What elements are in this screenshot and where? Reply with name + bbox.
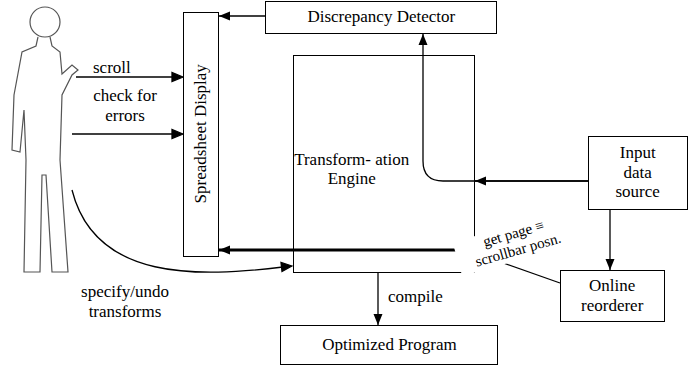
- node-label: Optimized Program: [321, 335, 457, 355]
- action-label: check for errors: [84, 86, 166, 125]
- display-box: Spreadsheet Display: [183, 12, 219, 257]
- arrowhead: [172, 73, 183, 82]
- person-body: [12, 37, 78, 272]
- connector: [419, 34, 589, 181]
- connector-line: [423, 34, 588, 181]
- arrowhead: [419, 34, 428, 45]
- edge-label: compile: [386, 287, 445, 307]
- arrowhead: [606, 259, 615, 270]
- reorderer-box: Online reorderer: [560, 270, 665, 322]
- detector-box: Discrepancy Detector: [265, 1, 497, 34]
- engine-box: Transform- ation Engine: [293, 55, 475, 273]
- specify-arrow: [72, 190, 283, 272]
- connector: [219, 246, 293, 255]
- node-label: Input data source: [607, 143, 669, 202]
- engine-output-bar: [293, 249, 475, 252]
- connector: [219, 12, 265, 21]
- node-label: Spreadsheet Display: [191, 65, 211, 204]
- person-head: [30, 7, 60, 37]
- node-label: Transform- ation Engine: [293, 150, 411, 189]
- program-box: Optimized Program: [280, 325, 498, 365]
- arrowhead: [219, 246, 230, 255]
- arrowhead: [281, 263, 292, 272]
- arrowhead: [374, 314, 383, 325]
- connector: [606, 210, 615, 270]
- connector: [374, 273, 383, 325]
- node-label: Discrepancy Detector: [307, 7, 456, 27]
- source-box: Input data source: [588, 136, 688, 210]
- action-label: specify/undo transforms: [50, 282, 200, 321]
- connector-line: [219, 249, 293, 252]
- arrowhead: [172, 130, 183, 139]
- node-label: Online reorderer: [567, 276, 657, 315]
- action-label: scroll: [93, 58, 131, 78]
- person-figure: [12, 7, 78, 272]
- arrowhead: [219, 12, 230, 21]
- edge-label: get page ≡ scrollbar posn.: [452, 208, 579, 275]
- check-arrow: [72, 133, 174, 134]
